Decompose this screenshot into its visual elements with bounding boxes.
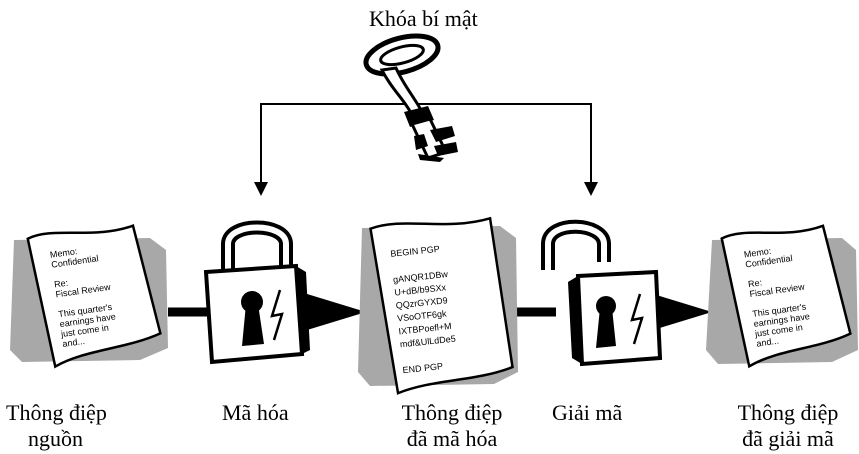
arrow-to-decrypt bbox=[584, 182, 598, 196]
key-icon bbox=[363, 33, 458, 162]
secret-key-label: Khóa bí mật bbox=[369, 6, 478, 31]
source-doc-line: Re: bbox=[53, 278, 68, 290]
encrypted-message-label: Thông điệp đã mã hóa bbox=[382, 400, 522, 452]
encrypted-message-label-line2: đã mã hóa bbox=[406, 426, 498, 451]
decrypted-message-label-line2: đã giải mã bbox=[742, 426, 834, 451]
encrypt-label: Mã hóa bbox=[222, 400, 289, 425]
decrypt-label: Giải mã bbox=[552, 400, 623, 425]
flow-arrow-1 bbox=[294, 290, 366, 334]
decrypted-doc-line: Re: bbox=[747, 277, 762, 289]
source-message-label: Thông điệp nguồn bbox=[6, 400, 146, 452]
source-doc-line: Memo: bbox=[49, 246, 78, 260]
arrow-to-encrypt bbox=[254, 182, 268, 196]
key-bracket bbox=[254, 103, 598, 196]
encrypted-message-label-line1: Thông điệp bbox=[401, 400, 503, 425]
source-message-label-line2: nguồn bbox=[28, 426, 83, 451]
decrypted-message-label-line1: Thông điệp bbox=[737, 400, 839, 425]
decrypted-message-label: Thông điệp đã giải mã bbox=[720, 400, 856, 452]
source-doc-line: and... bbox=[62, 336, 86, 349]
decrypted-doc-line: Memo: bbox=[743, 246, 772, 260]
encrypted-doc-line: END PGP bbox=[402, 361, 443, 375]
padlock-closed-icon bbox=[203, 220, 310, 365]
padlock-open-icon bbox=[541, 219, 663, 367]
source-message-label-line1: Thông điệp bbox=[6, 400, 107, 425]
decrypted-doc-line: and... bbox=[756, 336, 780, 349]
encrypted-document-icon: BEGIN PGPgANQR1DBwU+dB/b9SXxQQzrGYXD9VSo… bbox=[358, 216, 518, 395]
